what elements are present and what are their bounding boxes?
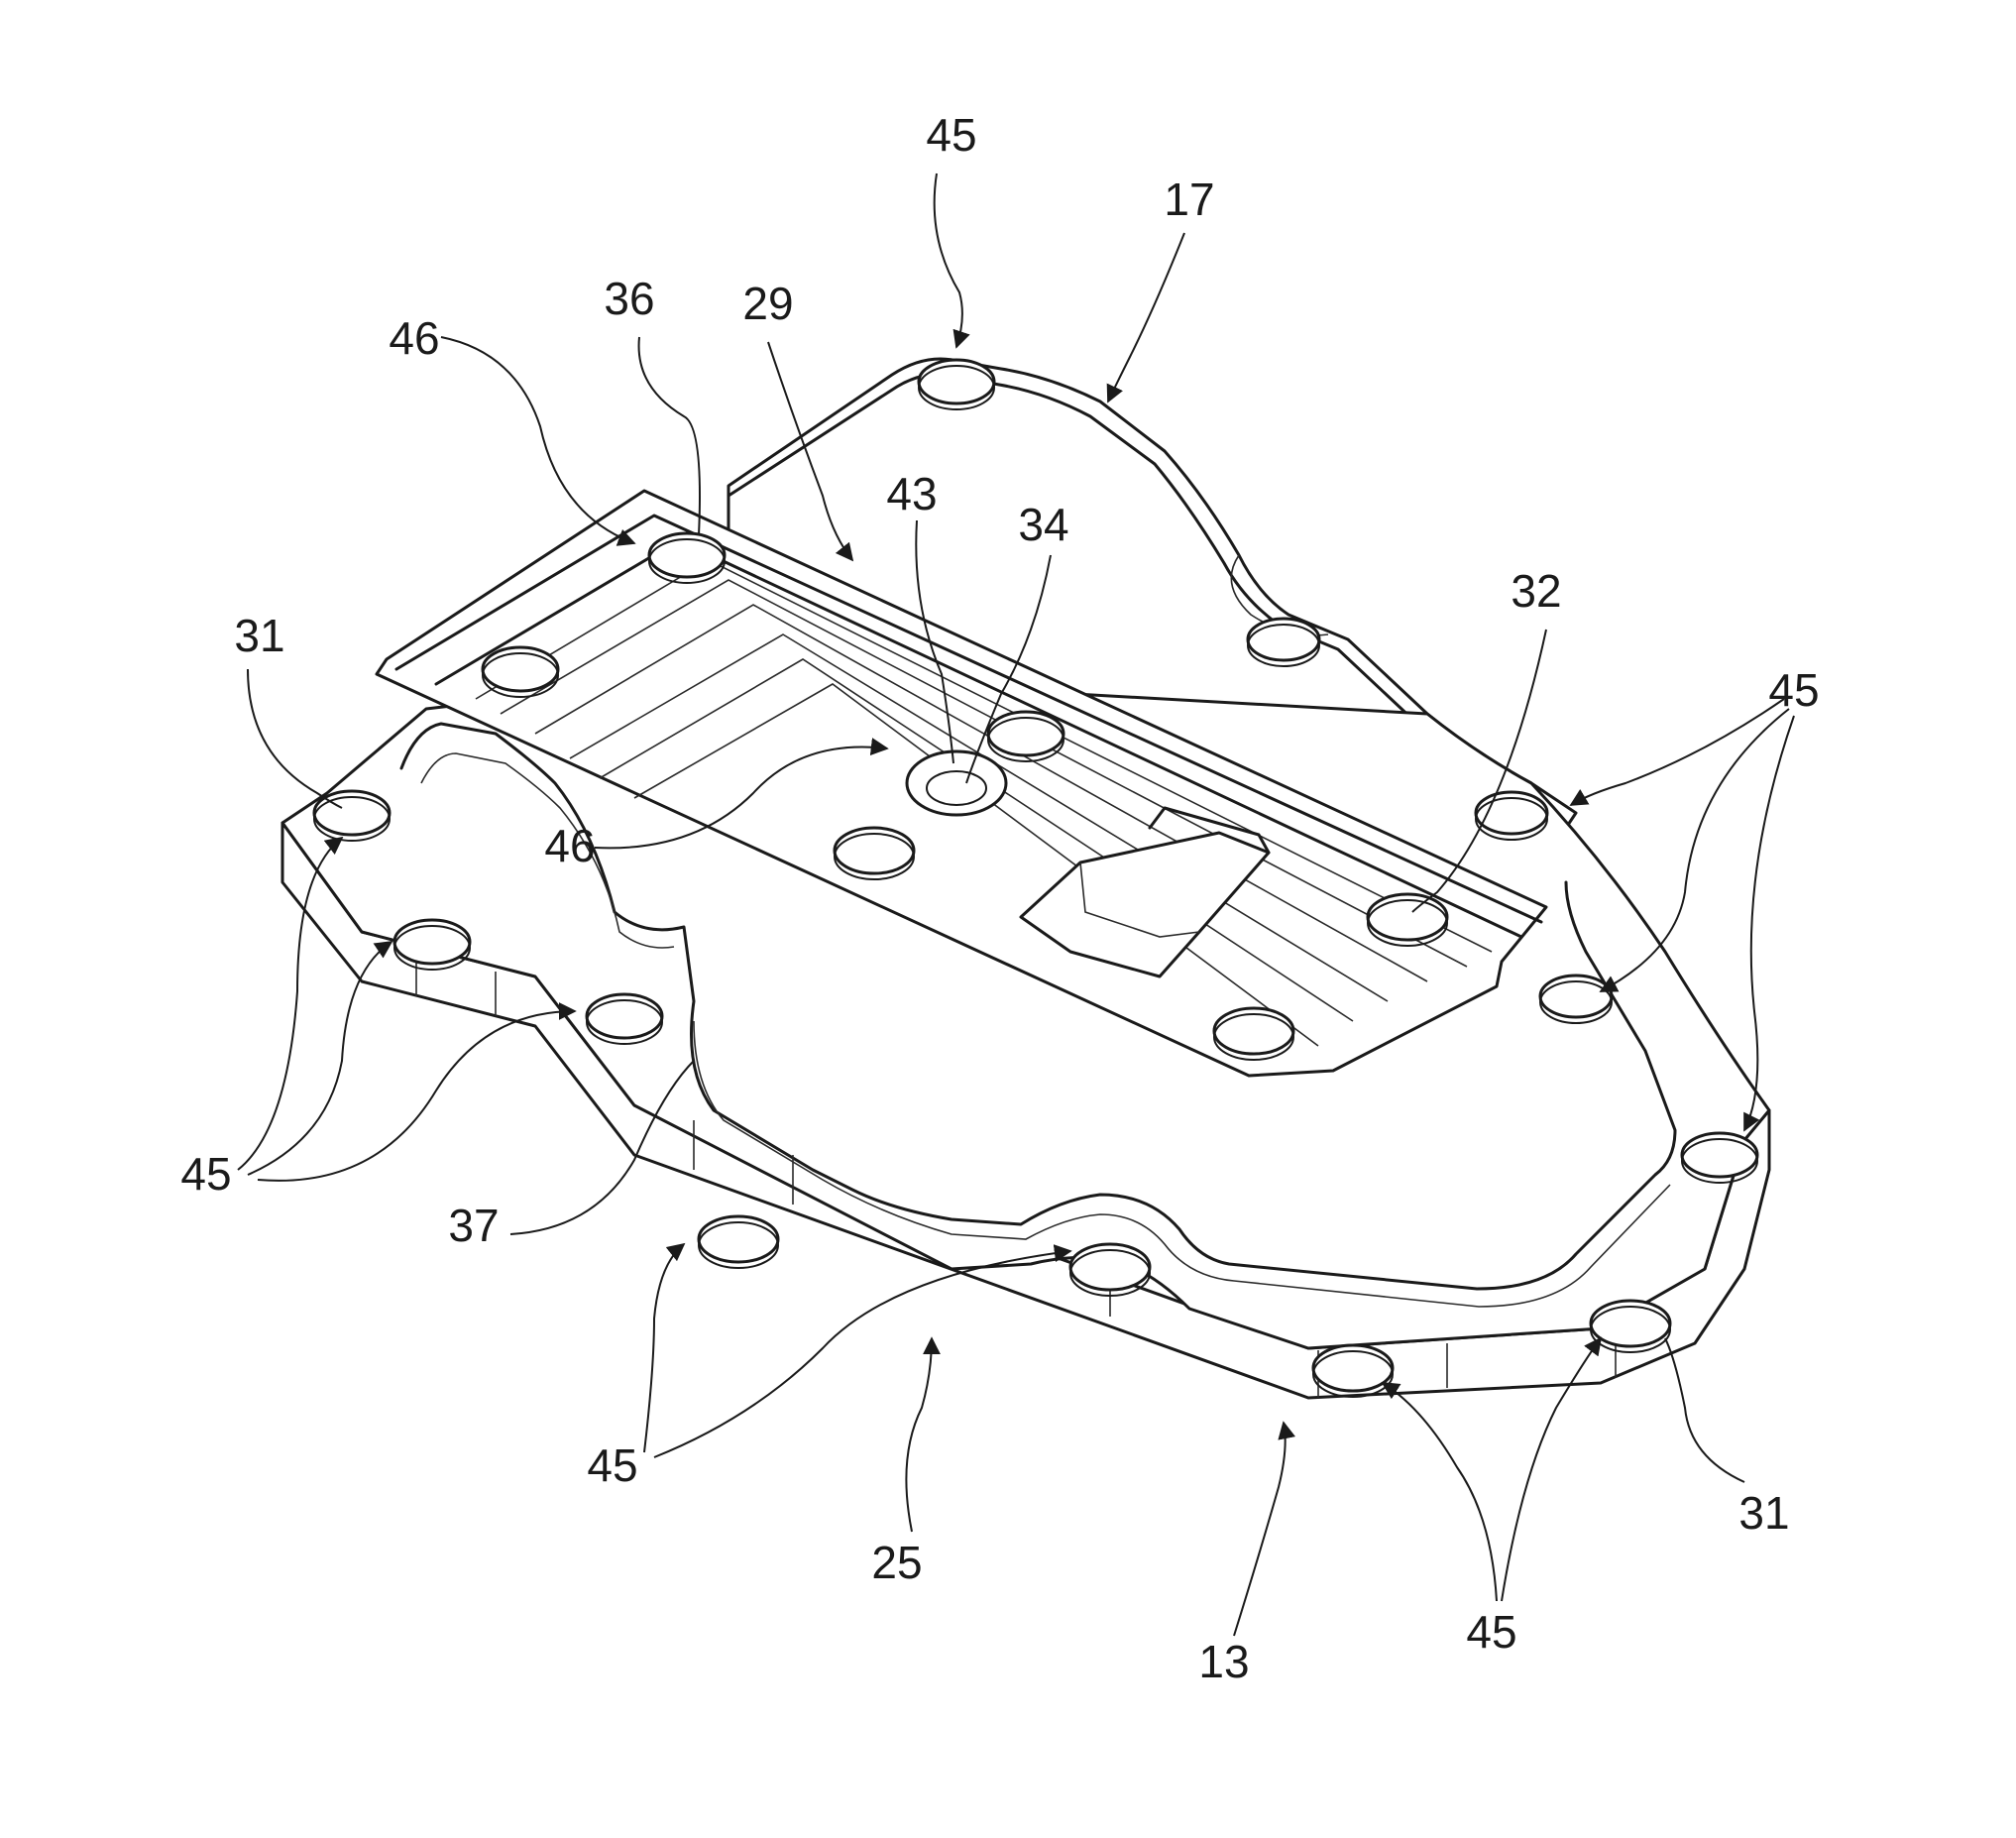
label-31-right: 31 bbox=[1738, 1487, 1789, 1539]
label-36: 36 bbox=[604, 273, 654, 324]
leader-45-bottom-left-a bbox=[644, 1244, 684, 1452]
leader-25 bbox=[906, 1338, 932, 1532]
label-31-left: 31 bbox=[234, 610, 284, 661]
leader-46-upper bbox=[441, 337, 634, 543]
leader-31-right bbox=[1665, 1338, 1744, 1482]
boss bbox=[699, 1216, 778, 1268]
label-45-bottom-right: 45 bbox=[1466, 1606, 1516, 1658]
leader-45-right-a bbox=[1571, 699, 1784, 805]
label-17: 17 bbox=[1164, 173, 1214, 225]
label-32: 32 bbox=[1511, 565, 1561, 617]
label-43: 43 bbox=[886, 468, 937, 519]
label-45-left: 45 bbox=[180, 1148, 231, 1200]
label-45-right: 45 bbox=[1768, 664, 1819, 716]
leader-17 bbox=[1108, 233, 1184, 402]
label-34: 34 bbox=[1018, 499, 1068, 550]
leader-31-left bbox=[248, 669, 342, 808]
leader-45-right-c bbox=[1744, 716, 1794, 1130]
leader-45-bottom-right-a bbox=[1383, 1383, 1497, 1601]
label-29: 29 bbox=[742, 278, 793, 329]
label-45-top: 45 bbox=[926, 109, 976, 161]
label-45-bottom-left: 45 bbox=[587, 1439, 637, 1491]
label-46-lower: 46 bbox=[544, 820, 595, 871]
label-46-upper: 46 bbox=[389, 312, 439, 364]
leader-45-top bbox=[935, 173, 962, 347]
label-13: 13 bbox=[1198, 1636, 1249, 1687]
leader-45-left-c bbox=[258, 1011, 575, 1181]
label-37: 37 bbox=[448, 1200, 499, 1251]
label-25: 25 bbox=[871, 1537, 922, 1588]
leader-13 bbox=[1234, 1423, 1286, 1636]
